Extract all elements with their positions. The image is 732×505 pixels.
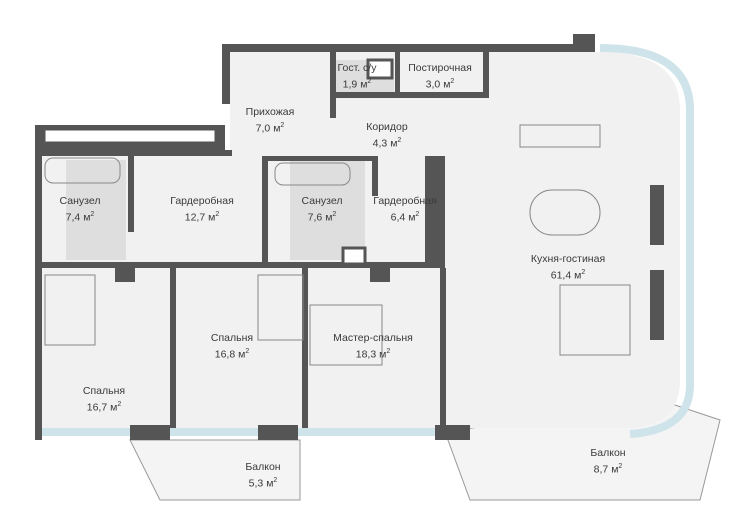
bed-bedroom xyxy=(257,274,304,341)
room-area: 8,7 м2 xyxy=(593,463,623,476)
glass-facade xyxy=(599,44,694,438)
room-label-bedroom-1: Спальня 16,7 м2 xyxy=(83,385,125,415)
room-label-master-bedroom: Мастер-спальня 18,3 м2 xyxy=(333,332,413,362)
room-label-hallway: Прихожая 7,0 м2 xyxy=(246,106,295,136)
bathroom-left-floor xyxy=(66,160,126,260)
room-name: Спальня xyxy=(210,332,254,344)
room-area: 12,7 м2 xyxy=(184,211,220,224)
room-name: Постирочная xyxy=(408,62,472,74)
room-area: 7,0 м2 xyxy=(255,122,285,135)
window-left-wall xyxy=(44,129,216,143)
room-label-kitchen-living: Кухня-гостиная 61,4 м2 xyxy=(531,253,605,283)
room-area: 1,9 м2 xyxy=(342,78,372,91)
room-name: Кухня-гостиная xyxy=(530,253,606,265)
room-name: Санузел xyxy=(59,195,101,207)
room-name: Мастер-спальня xyxy=(333,332,413,344)
room-name: Коридор xyxy=(366,121,408,133)
room-area: 5,3 м2 xyxy=(248,477,278,490)
room-name: Прихожая xyxy=(245,106,295,118)
room-label-bedroom-2: Спальня 16,8 м2 xyxy=(211,332,253,362)
room-label-wardrobe-1: Гардеробная 12,7 м2 xyxy=(170,195,234,225)
dining-table xyxy=(529,189,601,236)
room-area: 16,7 м2 xyxy=(86,401,122,414)
bed-bedroom-left xyxy=(44,274,96,346)
room-area: 3,0 м2 xyxy=(425,78,455,91)
sofa xyxy=(559,284,631,356)
room-name: Гардеробная xyxy=(170,195,234,207)
room-area: 4,3 м2 xyxy=(372,137,402,150)
room-area: 16,8 м2 xyxy=(214,348,250,361)
balcony-left xyxy=(129,439,301,501)
room-label-corridor: Коридор 4,3 м2 xyxy=(366,121,407,151)
room-label-balcony-2: Балкон 8,7 м2 xyxy=(590,447,625,477)
room-name: Спальня xyxy=(82,385,126,397)
shaft xyxy=(341,246,367,266)
kitchen-island xyxy=(519,124,601,148)
room-label-balcony-1: Балкон 5,3 м2 xyxy=(245,461,280,491)
room-area: 18,3 м2 xyxy=(355,348,391,361)
room-name: Санузел xyxy=(301,195,343,207)
room-name: Балкон xyxy=(590,447,626,459)
room-label-guest-wc: Гост. с/у 1,9 м2 xyxy=(338,62,377,92)
window-bottom xyxy=(42,428,442,436)
bathtub-right xyxy=(274,162,351,186)
room-area: 7,6 м2 xyxy=(307,211,337,224)
room-area: 7,4 м2 xyxy=(65,211,95,224)
room-label-wardrobe-2: Гардеробная 6,4 м2 xyxy=(373,195,437,225)
room-name: Гост. с/у xyxy=(337,62,377,74)
room-label-bathroom-1: Санузел 7,4 м2 xyxy=(60,195,101,225)
room-name: Балкон xyxy=(245,461,281,473)
bed-master xyxy=(309,304,383,366)
shaft-top xyxy=(366,58,394,80)
bathtub-left xyxy=(44,157,121,184)
bathroom-right-floor xyxy=(290,160,365,260)
room-area: 6,4 м2 xyxy=(390,211,420,224)
room-label-laundry: Постирочная 3,0 м2 xyxy=(408,62,472,92)
room-label-bathroom-2: Санузел 7,6 м2 xyxy=(302,195,343,225)
room-area: 61,4 м2 xyxy=(550,269,586,282)
room-name: Гардеробная xyxy=(373,195,437,207)
